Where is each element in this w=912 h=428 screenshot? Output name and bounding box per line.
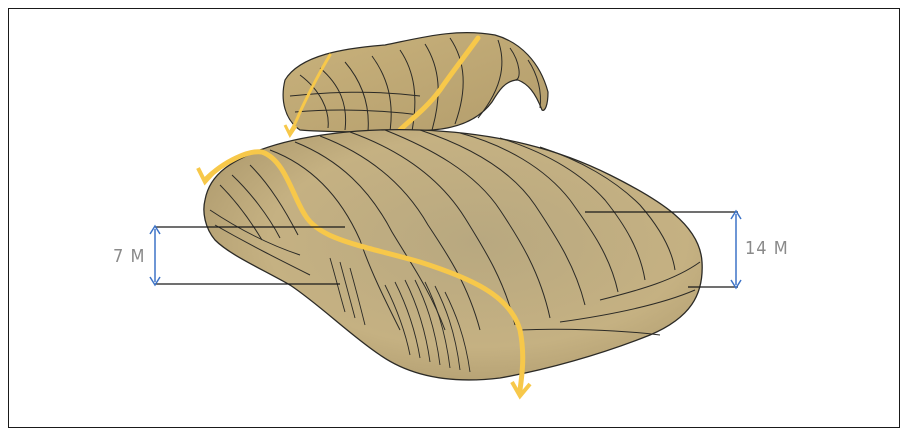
dimension-left-label: 7 M [113, 246, 145, 267]
upper-landform [283, 33, 548, 135]
main-landform [198, 130, 702, 396]
main-flow-arrow-tail [198, 168, 214, 182]
dimension-right-label: 14 M [745, 238, 789, 259]
